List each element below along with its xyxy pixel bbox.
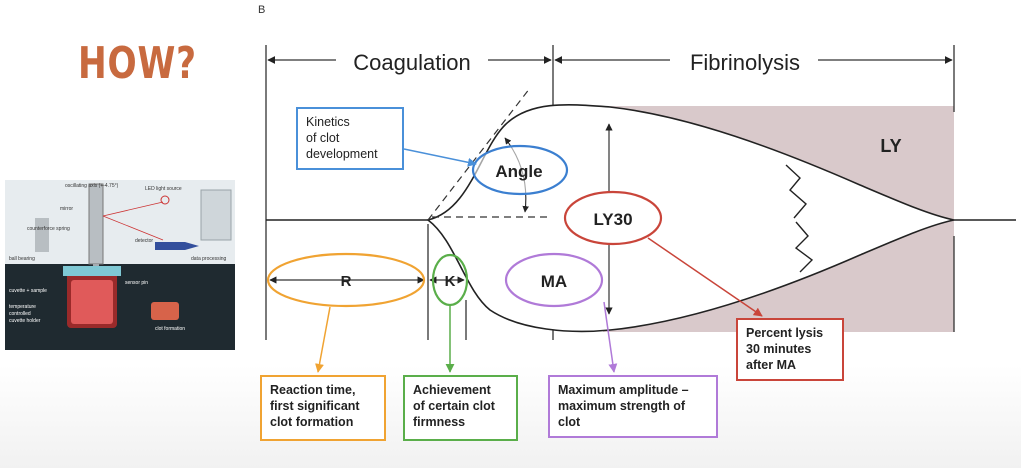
max-amplitude-line-2: maximum strength of xyxy=(558,399,686,413)
kinetics-box: Kinetics of clot development xyxy=(296,107,404,170)
coagulation-title: Coagulation xyxy=(353,50,470,75)
achievement-line-2: of certain clot xyxy=(413,399,495,413)
reaction-time-line-1: Reaction time, xyxy=(270,383,356,397)
angle-ellipse xyxy=(471,144,569,196)
reaction-time-box: Reaction time, first significant clot fo… xyxy=(260,375,386,441)
percent-lysis-box: Percent lysis 30 minutes after MA xyxy=(736,318,844,381)
reaction-time-line-2: first significant xyxy=(270,399,360,413)
kinetics-line-1: Kinetics xyxy=(306,115,350,129)
panel-label: B xyxy=(258,4,266,16)
kinetics-line-2: of clot xyxy=(306,131,340,145)
label-temperature: temperature xyxy=(9,304,36,310)
r-ellipse xyxy=(266,252,426,308)
achievement-box: Achievement of certain clot firmness xyxy=(403,375,518,441)
r-label: R xyxy=(341,273,352,290)
label-mirror: mirror xyxy=(60,206,73,212)
label-detector: detector xyxy=(135,238,153,244)
label-data-processing: data processing xyxy=(191,256,227,262)
instrument-illustration: oscillating axis (+-4.75°) LED light sou… xyxy=(5,180,235,350)
label-sensor-pin: sensor pin xyxy=(125,280,148,286)
achievement-line-3: firmness xyxy=(413,415,466,429)
label-controlled: controlled xyxy=(9,311,31,317)
ma-ellipse xyxy=(504,252,604,308)
label-clot-formation: clot formation xyxy=(155,326,185,332)
k-ellipse xyxy=(431,253,469,307)
max-amplitude-line-1: Maximum amplitude – xyxy=(558,383,689,397)
max-amplitude-line-3: clot xyxy=(558,415,581,429)
percent-lysis-line-3: after MA xyxy=(746,358,797,372)
label-cuvette-sample: cuvette + sample xyxy=(9,288,47,294)
ly30-ellipse xyxy=(563,190,663,246)
label-ball-bearing: ball bearing xyxy=(9,256,35,262)
kinetics-line-3: development xyxy=(306,147,378,161)
percent-lysis-line-2: 30 minutes xyxy=(746,342,812,356)
slide-heading: HOW? xyxy=(78,38,197,89)
ly-label: LY xyxy=(880,136,901,156)
label-oscillating-axis: oscillating axis (+-4.75°) xyxy=(65,183,119,189)
max-amplitude-box: Maximum amplitude – maximum strength of … xyxy=(548,375,718,438)
label-led: LED light source xyxy=(145,186,182,192)
fibrinolysis-title: Fibrinolysis xyxy=(690,50,800,75)
label-spring: counterforce spring xyxy=(27,226,70,232)
achievement-line-1: Achievement xyxy=(413,383,491,397)
angle-label: Angle xyxy=(495,162,542,181)
label-cuvette-holder: cuvette holder xyxy=(9,318,41,324)
ly30-label: LY30 xyxy=(593,210,632,229)
k-label: K xyxy=(445,273,456,290)
ma-label: MA xyxy=(541,272,567,291)
reaction-time-line-3: clot formation xyxy=(270,415,354,429)
percent-lysis-line-1: Percent lysis xyxy=(746,326,824,340)
